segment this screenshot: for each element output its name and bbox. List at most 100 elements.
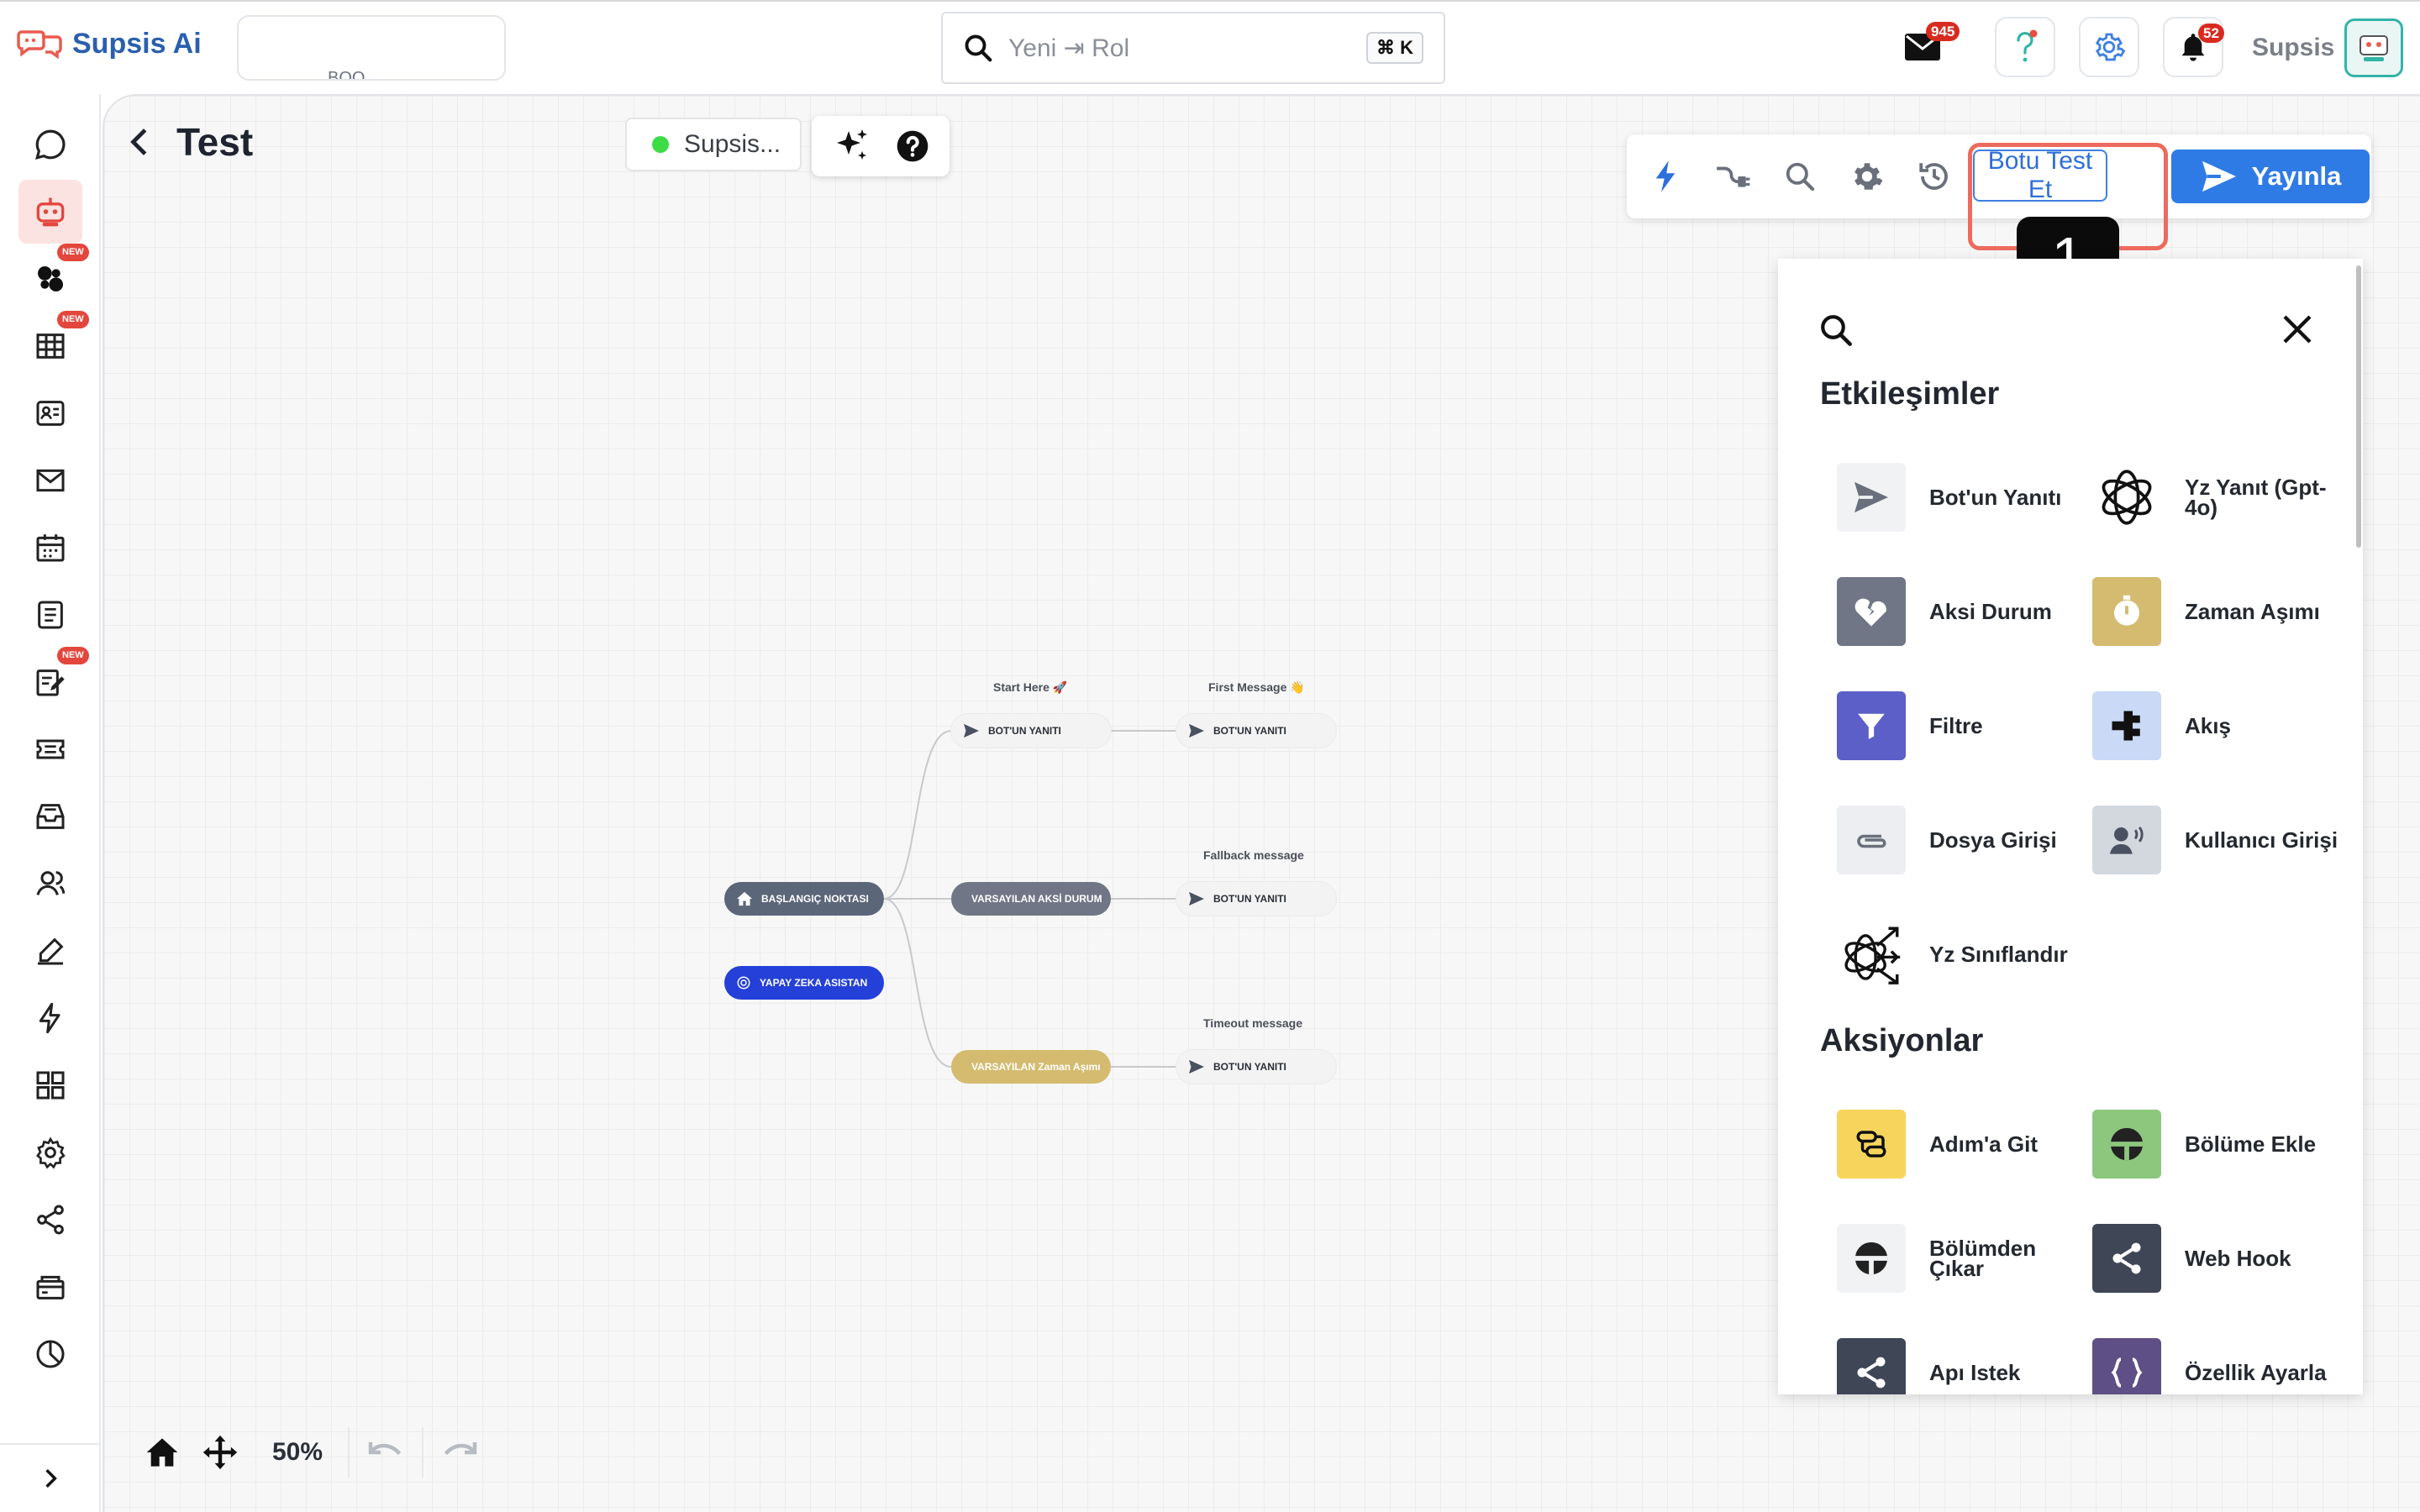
supsis-logo-icon — [17, 30, 62, 60]
quick-actions-button[interactable] — [1645, 156, 1686, 197]
panel-scrollbar[interactable] — [2354, 259, 2363, 1394]
node-label: VARSAYILAN AKSİ DURUM — [971, 893, 1102, 905]
sidebar-item-contacts[interactable] — [18, 381, 82, 445]
workspace-selector[interactable]: BOO — [237, 15, 506, 81]
search-icon[interactable] — [1818, 312, 1854, 348]
user-name[interactable]: Supsis — [2252, 34, 2335, 61]
bot-status-selector[interactable]: Supsis... — [625, 118, 802, 171]
status-dot — [652, 136, 669, 153]
component-label: Yz Sınıflandır — [1929, 942, 2068, 967]
segment-add-icon — [2092, 1110, 2161, 1179]
component-set-attribute[interactable]: Özellik Ayarla — [2092, 1338, 2348, 1394]
close-icon[interactable] — [2281, 312, 2314, 346]
component-add-segment[interactable]: Bölüme Ekle — [2092, 1110, 2348, 1179]
notifications-button[interactable]: 52 — [2163, 17, 2224, 77]
flow-label-timeout: Timeout message — [1203, 1016, 1303, 1030]
component-user-input[interactable]: Kullanıcı Girişi — [2092, 806, 2348, 874]
help-circle-icon[interactable] — [896, 129, 929, 163]
scroll-thumb[interactable] — [2356, 265, 2361, 548]
node-label: BOT'UN YANITI — [1213, 1061, 1286, 1073]
sidebar-divider — [0, 1443, 101, 1445]
component-webhook[interactable]: Web Hook — [2092, 1224, 2348, 1293]
component-file-input[interactable]: Dosya Girişi — [1837, 806, 2092, 874]
history-button[interactable] — [1914, 156, 1954, 197]
pan-button[interactable] — [193, 1423, 247, 1482]
flow-node-bot-reply[interactable]: BOT'UN YANITI — [1176, 714, 1336, 748]
inbox-icon — [36, 804, 65, 829]
search-nodes-button[interactable] — [1780, 156, 1820, 197]
form-edit-icon — [36, 669, 65, 696]
publish-label: Yayınla — [2251, 161, 2342, 191]
sidebar-item-inbox[interactable] — [18, 785, 82, 848]
component-fallback[interactable]: Aksi Durum — [1837, 577, 2092, 646]
sidebar-expand-button[interactable] — [34, 1462, 67, 1495]
integration-plug-button[interactable] — [1712, 156, 1753, 197]
sidebar-item-tickets[interactable] — [18, 717, 82, 781]
component-ai-classify[interactable]: Yz Sınıflandır — [1837, 920, 2092, 989]
component-api-request[interactable]: Apı Istek — [1837, 1338, 2092, 1394]
sidebar-item-tables[interactable]: NEW — [18, 311, 89, 378]
help-button[interactable] — [1995, 17, 2055, 77]
component-ai-reply[interactable]: Yz Yanıt (Gpt-4o) — [2092, 463, 2348, 532]
plug-icon — [1717, 166, 1750, 187]
component-label: Kullanıcı Girişi — [2185, 827, 2338, 853]
component-bot-reply[interactable]: Bot'un Yanıtı — [1837, 463, 2092, 532]
flow-node-bot-reply[interactable]: BOT'UN YANITI — [1176, 1050, 1336, 1084]
flow-node-start[interactable]: BAŞLANGIÇ NOKTASI — [724, 882, 884, 916]
node-label: BOT'UN YANITI — [988, 725, 1061, 737]
sidebar-item-share[interactable] — [18, 1188, 82, 1252]
search-icon — [965, 34, 992, 62]
sidebar-item-users[interactable] — [18, 852, 82, 916]
component-label: Akış — [2185, 713, 2231, 738]
new-badge: NEW — [57, 311, 89, 328]
component-filter[interactable]: Filtre — [1837, 691, 2092, 760]
signature-icon — [38, 937, 64, 965]
sidebar-item-analytics[interactable] — [18, 1322, 82, 1386]
brand-logo[interactable]: Supsis Ai — [17, 27, 202, 60]
undo-button[interactable] — [350, 1423, 422, 1482]
flow-node-ai-assistant[interactable]: YAPAY ZEKA ASISTAN — [724, 966, 884, 1000]
flow-label-fallback: Fallback message — [1203, 848, 1304, 862]
sidebar-item-apps[interactable] — [18, 1053, 82, 1117]
sidebar-item-billing[interactable] — [18, 1255, 82, 1319]
component-flow[interactable]: Akış — [2092, 691, 2348, 760]
sidebar-item-mail[interactable] — [18, 449, 82, 512]
sidebar-item-settings[interactable] — [18, 1121, 82, 1184]
fit-home-button[interactable] — [131, 1423, 193, 1482]
users-icon — [36, 871, 66, 895]
sidebar-item-signature[interactable] — [18, 919, 82, 983]
test-bot-button[interactable]: Botu Test Et — [1973, 147, 2107, 203]
component-remove-segment[interactable]: Bölümden Çıkar — [1837, 1224, 2092, 1293]
openai-icon — [2092, 463, 2161, 532]
publish-button[interactable]: Yayınla — [2171, 150, 2370, 203]
redo-button[interactable] — [424, 1423, 496, 1482]
sidebar-item-forms[interactable]: NEW — [18, 647, 89, 714]
component-label: Apı Istek — [1929, 1360, 2021, 1385]
sidebar-item-chats[interactable] — [18, 113, 82, 176]
bot-settings-button[interactable] — [1847, 156, 1887, 197]
left-sidebar: NEW NEW NEW — [0, 94, 101, 1512]
sidebar-item-automations[interactable] — [18, 986, 82, 1050]
back-arrow-icon[interactable] — [126, 125, 155, 159]
flow-node-timeout[interactable]: VARSAYILAN Zaman Aşımı — [951, 1050, 1111, 1084]
flow-node-bot-reply[interactable]: BOT'UN YANITI — [951, 714, 1111, 748]
sidebar-item-lists[interactable] — [18, 583, 82, 647]
mail-button[interactable]: 945 — [1892, 17, 1960, 77]
settings-button[interactable] — [2079, 17, 2139, 77]
sidebar-item-integrations[interactable]: NEW — [18, 244, 89, 311]
component-timeout[interactable]: Zaman Aşımı — [2092, 577, 2348, 646]
ticket-icon — [36, 739, 65, 759]
avatar[interactable] — [2344, 18, 2403, 77]
zoom-level[interactable]: 50% — [272, 1438, 324, 1466]
sidebar-item-calendar[interactable] — [18, 516, 82, 580]
flow-node-bot-reply[interactable]: BOT'UN YANITI — [1176, 882, 1336, 916]
flow-node-fallback[interactable]: VARSAYILAN AKSİ DURUM — [951, 882, 1111, 916]
user-voice-icon — [2092, 806, 2161, 874]
sidebar-item-chatbot[interactable] — [18, 180, 82, 244]
billing-icon — [36, 1275, 65, 1299]
component-goto-step[interactable]: Adım'a Git — [1837, 1110, 2092, 1179]
global-search[interactable]: Yeni ⇥ Rol ⌘ K — [941, 12, 1445, 84]
share-icon — [37, 1205, 64, 1235]
sparkles-icon[interactable] — [832, 126, 872, 166]
